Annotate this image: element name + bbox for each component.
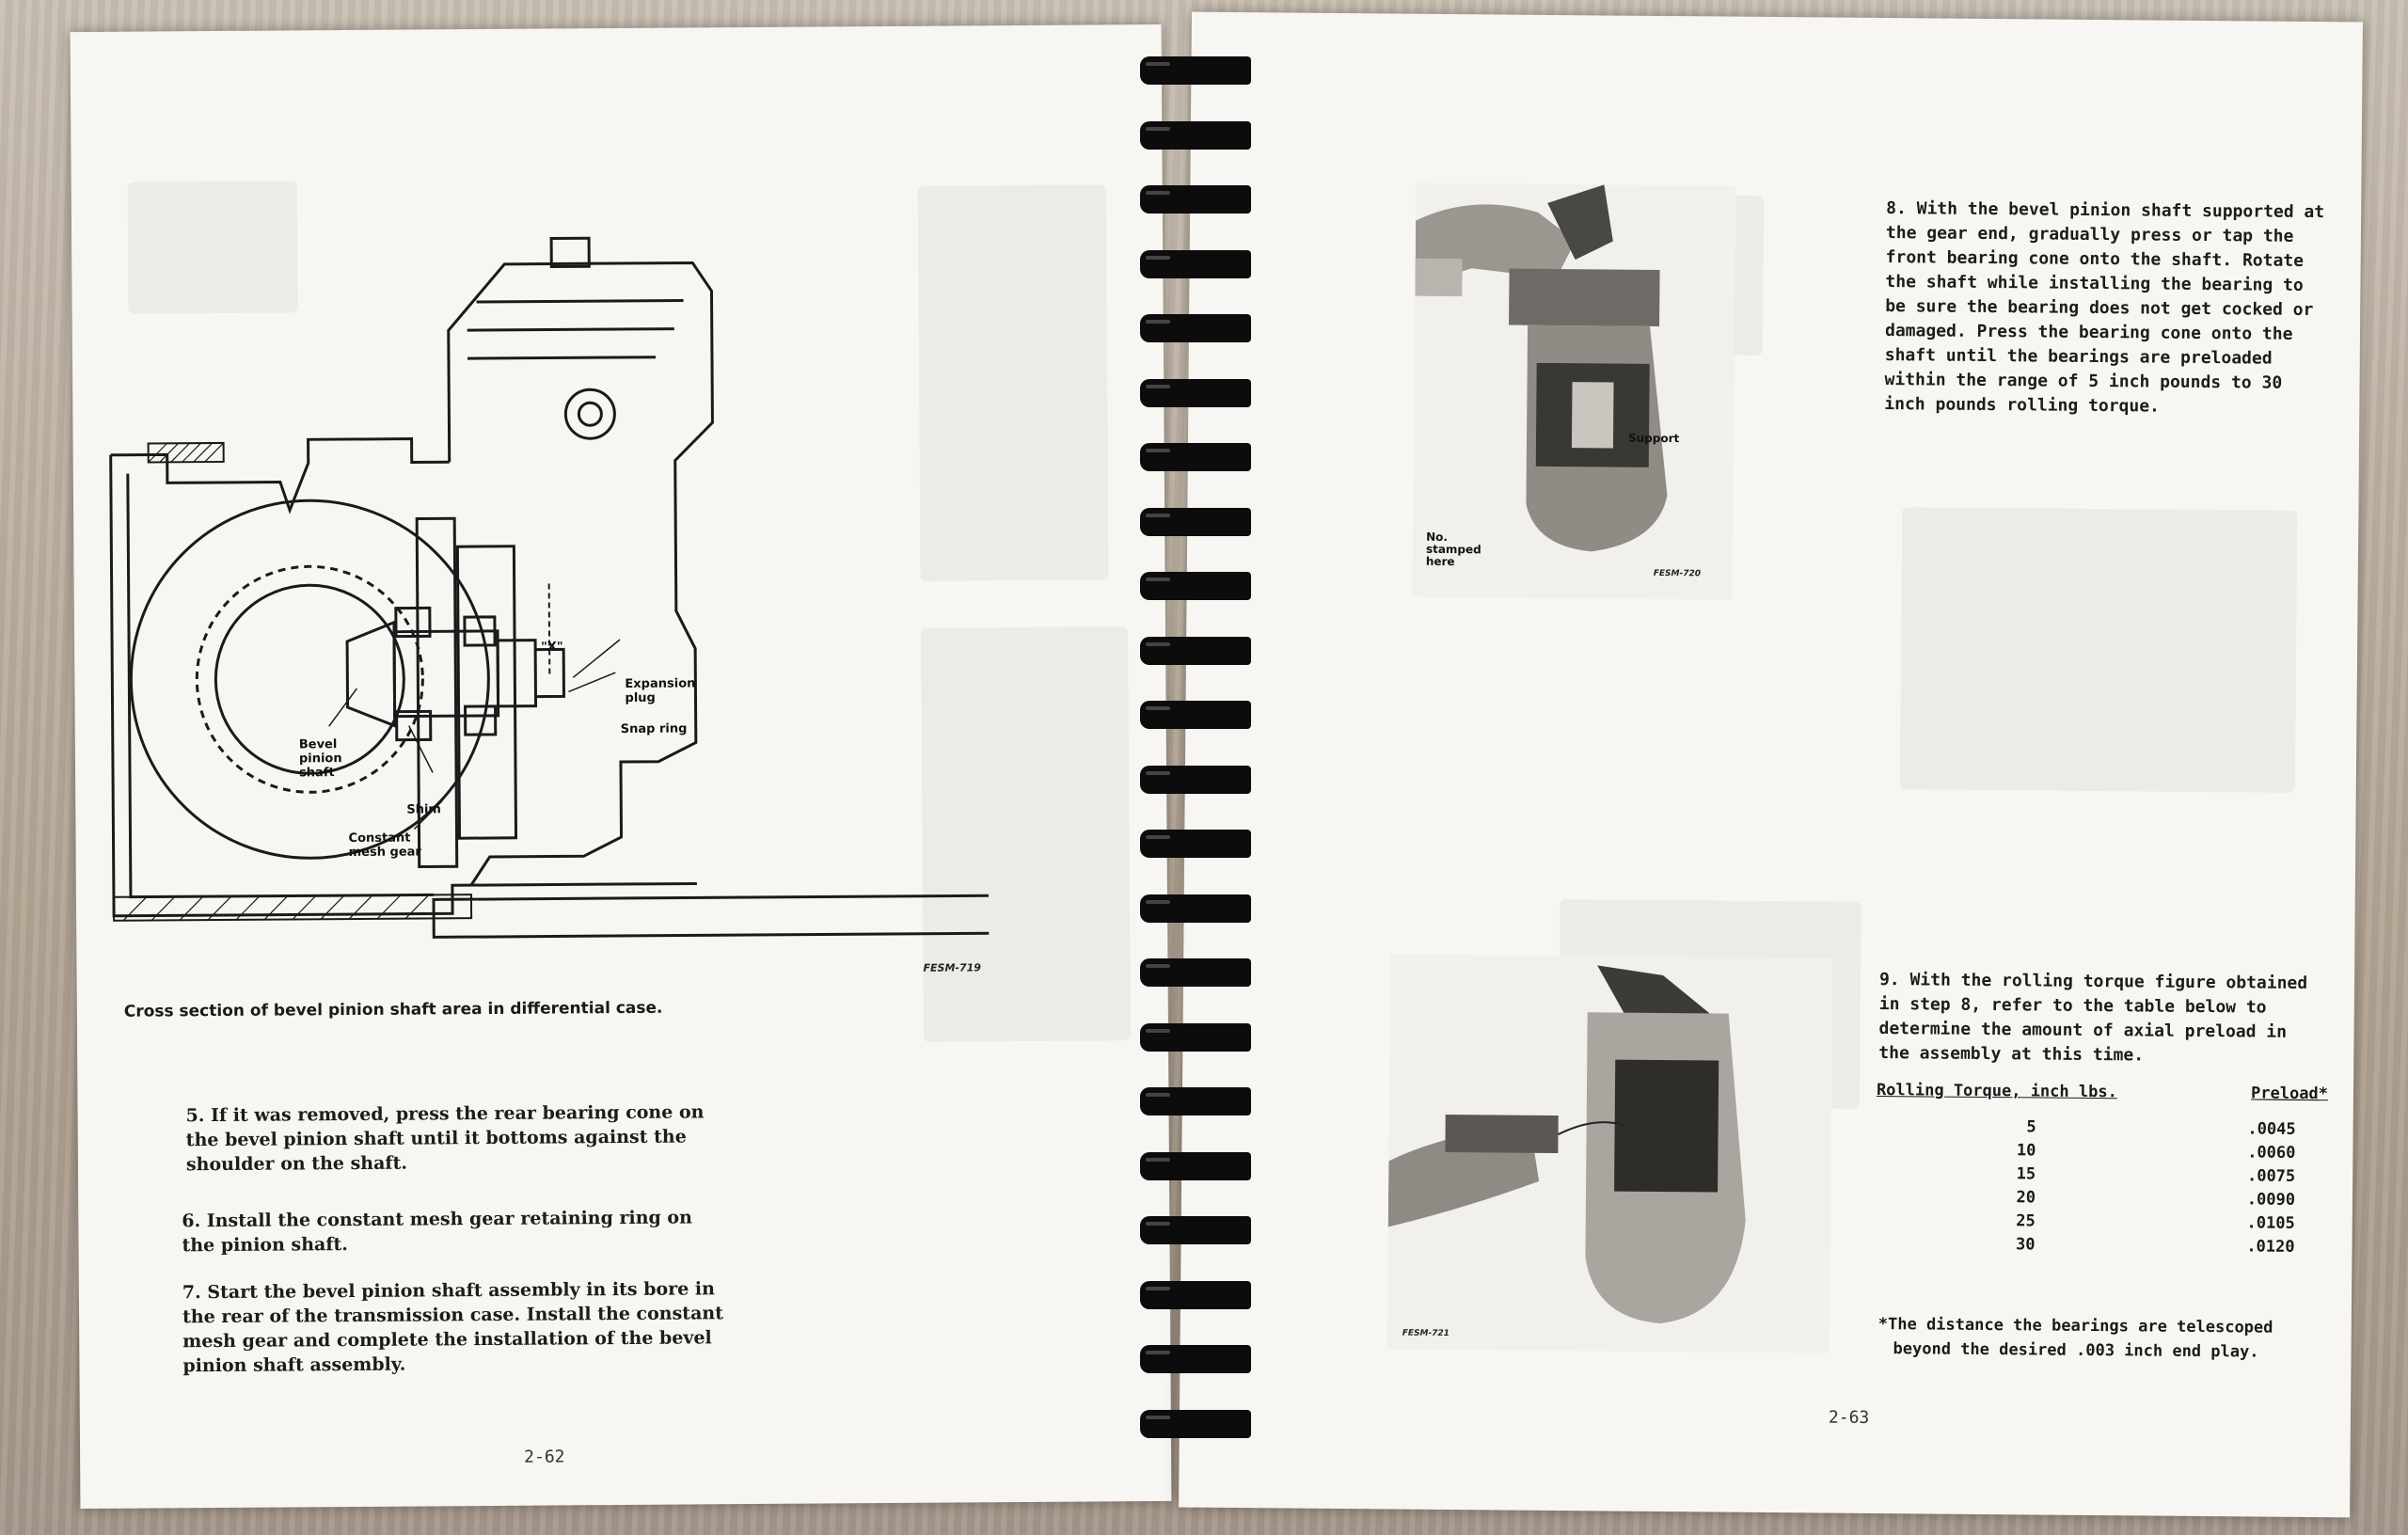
binding-coil: [1140, 507, 1251, 536]
torque-cell: 10: [2016, 1141, 2036, 1161]
table-body: 5 .0045 10 .0060 15 .0075 20 .0090 25 .0105 30 .012…: [1875, 1116, 2327, 1261]
binding-coil: [1140, 1409, 1251, 1438]
binding-coil: [1140, 701, 1251, 729]
figure-caption: Cross section of bevel pinion shaft area…: [123, 998, 663, 1021]
shim-label: Shim: [406, 802, 441, 817]
binding-coil: [1140, 830, 1251, 858]
torque-cell: 5: [2026, 1117, 2036, 1137]
preload-cell: .0045: [2247, 1119, 2296, 1139]
binding-coil: [1140, 958, 1251, 987]
binding-coil: [1140, 1280, 1251, 1309]
figure-code: FESM-721: [1402, 1328, 1450, 1339]
preload-cell: .0105: [2246, 1213, 2295, 1233]
cross-section-figure: [109, 236, 990, 939]
torque-cell: 30: [2015, 1235, 2036, 1255]
table-row: 30 .0120: [1875, 1234, 2326, 1261]
step-7: 7. Start the bevel pinion shaft assembly…: [182, 1278, 724, 1377]
bleed-through: [1899, 507, 2298, 793]
step-8: 8. With the bevel pinion shaft supported…: [1884, 198, 2325, 417]
page-number: 2-62: [524, 1447, 565, 1467]
right-page: Support No. stamped here FESM-720 FESM-7…: [1179, 11, 2363, 1518]
expansion-plug-label: Expansion plug: [625, 676, 696, 705]
constant-mesh-gear-label: Constant mesh gear: [348, 831, 421, 861]
binding-coil: [1140, 185, 1251, 214]
binding-coil: [1140, 1216, 1251, 1244]
photo-bearing-press: Support No. stamped here FESM-720: [1412, 182, 1736, 600]
binding-coil: [1140, 1022, 1251, 1052]
preload-header-star: *: [2318, 1084, 2329, 1104]
snap-ring-label: Snap ring: [620, 721, 688, 737]
binding-coil: [1140, 894, 1251, 923]
rolling-torque-header: Rolling Torque, inch lbs.: [1876, 1080, 2117, 1102]
stamped-label: No. stamped here: [1425, 530, 1502, 569]
footnote-line-1: *The distance the bearings are telescope…: [1877, 1315, 2273, 1337]
page-number: 2-63: [1828, 1407, 1870, 1428]
figure-code: FESM-720: [1653, 568, 1702, 579]
torque-cell: 20: [2016, 1188, 2036, 1208]
step-6: 6. Install the constant mesh gear retain…: [182, 1207, 692, 1257]
preload-header-text: Preload: [2250, 1084, 2319, 1104]
binding-coil: [1140, 636, 1251, 665]
photo-rolling-torque: FESM-721: [1386, 954, 1833, 1353]
figure-code: FESM-719: [923, 961, 981, 974]
binding-coil: [1140, 1087, 1251, 1116]
binding-coil: [1140, 765, 1251, 794]
bevel-pinion-shaft-label: Bevel pinion shaft: [298, 737, 342, 781]
preload-cell: .0090: [2246, 1190, 2296, 1210]
binding-coil: [1140, 249, 1251, 278]
binding-coil: [1140, 120, 1251, 150]
preload-header: Preload*: [2251, 1084, 2328, 1103]
x-dimension-label: "X": [541, 640, 563, 655]
binding-coil: [1140, 572, 1251, 600]
step-9: 9. With the rolling torque figure obtain…: [1878, 970, 2308, 1066]
torque-cell: 25: [2016, 1211, 2036, 1231]
binding-coil: [1140, 378, 1251, 407]
torque-cell: 15: [2016, 1164, 2036, 1184]
preload-cell: .0075: [2246, 1166, 2296, 1186]
binding-coil: [1140, 1345, 1251, 1373]
binding-coil: [1140, 56, 1251, 85]
footnote-line-2: beyond the desired .003 inch end play.: [1893, 1339, 2259, 1362]
preload-cell: .0060: [2247, 1143, 2296, 1163]
footnote: *The distance the bearings are telescope…: [1877, 1312, 2273, 1365]
binding-coil: [1140, 443, 1251, 471]
table-header: Rolling Torque, inch lbs. Preload*: [1877, 1081, 2328, 1103]
support-label: Support: [1627, 431, 1680, 446]
left-page: "X" Expansion plug Snap ring Bevel pinio…: [70, 24, 1172, 1510]
step-5: 5. If it was removed, press the rear bea…: [185, 1101, 705, 1176]
binding-coil: [1140, 1151, 1251, 1180]
preload-cell: .0120: [2246, 1237, 2295, 1257]
preload-table: Rolling Torque, inch lbs. Preload* 5 .004…: [1875, 1081, 2328, 1261]
binding-coil: [1140, 314, 1251, 342]
